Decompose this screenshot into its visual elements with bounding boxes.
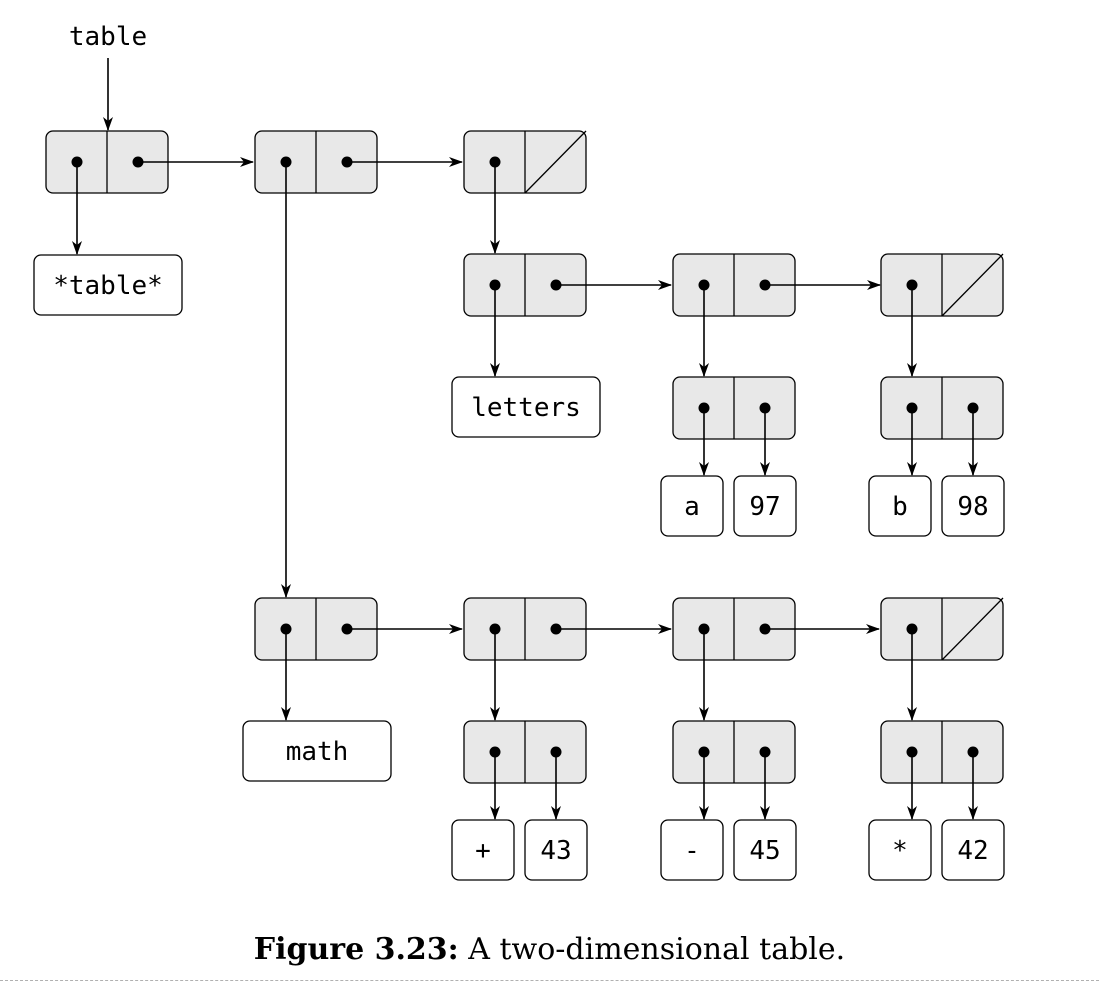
header-atom-text: *table* bbox=[53, 271, 163, 301]
math-record-cell-0-car-pointer bbox=[489, 746, 501, 758]
math-record-cell-0-cdr-pointer bbox=[550, 746, 562, 758]
math-subtable-pair-car-pointer bbox=[280, 623, 292, 635]
figure-caption: Figure 3.23: A two-dimensional table. bbox=[0, 932, 1099, 967]
math-value-atom-42 bbox=[941, 819, 1005, 881]
math-record-cell-1-cdr-pointer bbox=[759, 746, 771, 758]
math-record-pair-0-car-pointer bbox=[489, 623, 501, 635]
value-atom-98-text: 98 bbox=[957, 492, 988, 522]
letters-subtable-pair-cdr-pointer bbox=[550, 279, 562, 291]
key-atom-a bbox=[660, 475, 724, 537]
letters-record-pair-b-car-pointer bbox=[906, 279, 918, 291]
record-cell-b-cdr-pointer bbox=[967, 402, 979, 414]
value-atom-98 bbox=[941, 475, 1005, 537]
math-key-atom bbox=[242, 720, 392, 782]
letters-record-pair-a-cdr-pointer bbox=[759, 279, 771, 291]
math-key-atom-0 bbox=[451, 819, 515, 881]
math-key-atom-2-text: * bbox=[892, 836, 908, 866]
backbone-pair-math-car-pointer bbox=[280, 156, 292, 168]
math-record-pair-1-cdr-pointer bbox=[759, 623, 771, 635]
record-cell-a-cdr-pointer bbox=[759, 402, 771, 414]
math-value-atom-43 bbox=[524, 819, 588, 881]
header-pair-cdr-pointer bbox=[132, 156, 144, 168]
value-atom-97 bbox=[733, 475, 797, 537]
key-atom-b-text: b bbox=[892, 492, 908, 522]
value-atom-97-text: 97 bbox=[749, 492, 780, 522]
math-key-atom-text: math bbox=[286, 737, 349, 767]
record-cell-a-car-pointer bbox=[698, 402, 710, 414]
letters-key-atom-text: letters bbox=[471, 393, 581, 423]
math-value-atom-42-text: 42 bbox=[957, 836, 988, 866]
math-key-atom-0-text: + bbox=[475, 836, 491, 866]
math-record-pair-0-cdr-pointer bbox=[550, 623, 562, 635]
page-divider bbox=[0, 980, 1099, 981]
header-pair-car-pointer bbox=[71, 156, 83, 168]
math-key-atom-1-text: - bbox=[684, 836, 700, 866]
table-label: table bbox=[69, 22, 147, 52]
backbone-pair-letters-null-slash bbox=[524, 130, 587, 194]
key-atom-a-text: a bbox=[684, 492, 700, 522]
math-value-atom-45-text: 45 bbox=[749, 836, 780, 866]
math-record-cell-2-cdr-pointer bbox=[967, 746, 979, 758]
letters-subtable-pair-car-pointer bbox=[489, 279, 501, 291]
math-value-atom-45 bbox=[733, 819, 797, 881]
letters-record-pair-b-null-slash bbox=[941, 253, 1004, 317]
math-value-atom-43-text: 43 bbox=[540, 836, 571, 866]
math-key-atom-1 bbox=[660, 819, 724, 881]
caption-lead: Figure 3.23: bbox=[253, 932, 459, 967]
math-key-atom-2 bbox=[868, 819, 932, 881]
math-record-cell-1-car-pointer bbox=[698, 746, 710, 758]
math-record-pair-1-car-pointer bbox=[698, 623, 710, 635]
letters-record-pair-a-car-pointer bbox=[698, 279, 710, 291]
math-record-pair-2-null-slash bbox=[941, 597, 1004, 661]
backbone-pair-math-cdr-pointer bbox=[341, 156, 353, 168]
math-record-cell-2-car-pointer bbox=[906, 746, 918, 758]
math-record-pair-2-car-pointer bbox=[906, 623, 918, 635]
record-cell-b-car-pointer bbox=[906, 402, 918, 414]
math-subtable-pair-cdr-pointer bbox=[341, 623, 353, 635]
caption-text: A two-dimensional table. bbox=[458, 932, 846, 967]
header-atom bbox=[33, 254, 183, 316]
letters-key-atom bbox=[451, 376, 601, 438]
key-atom-b bbox=[868, 475, 932, 537]
backbone-pair-letters-car-pointer bbox=[489, 156, 501, 168]
